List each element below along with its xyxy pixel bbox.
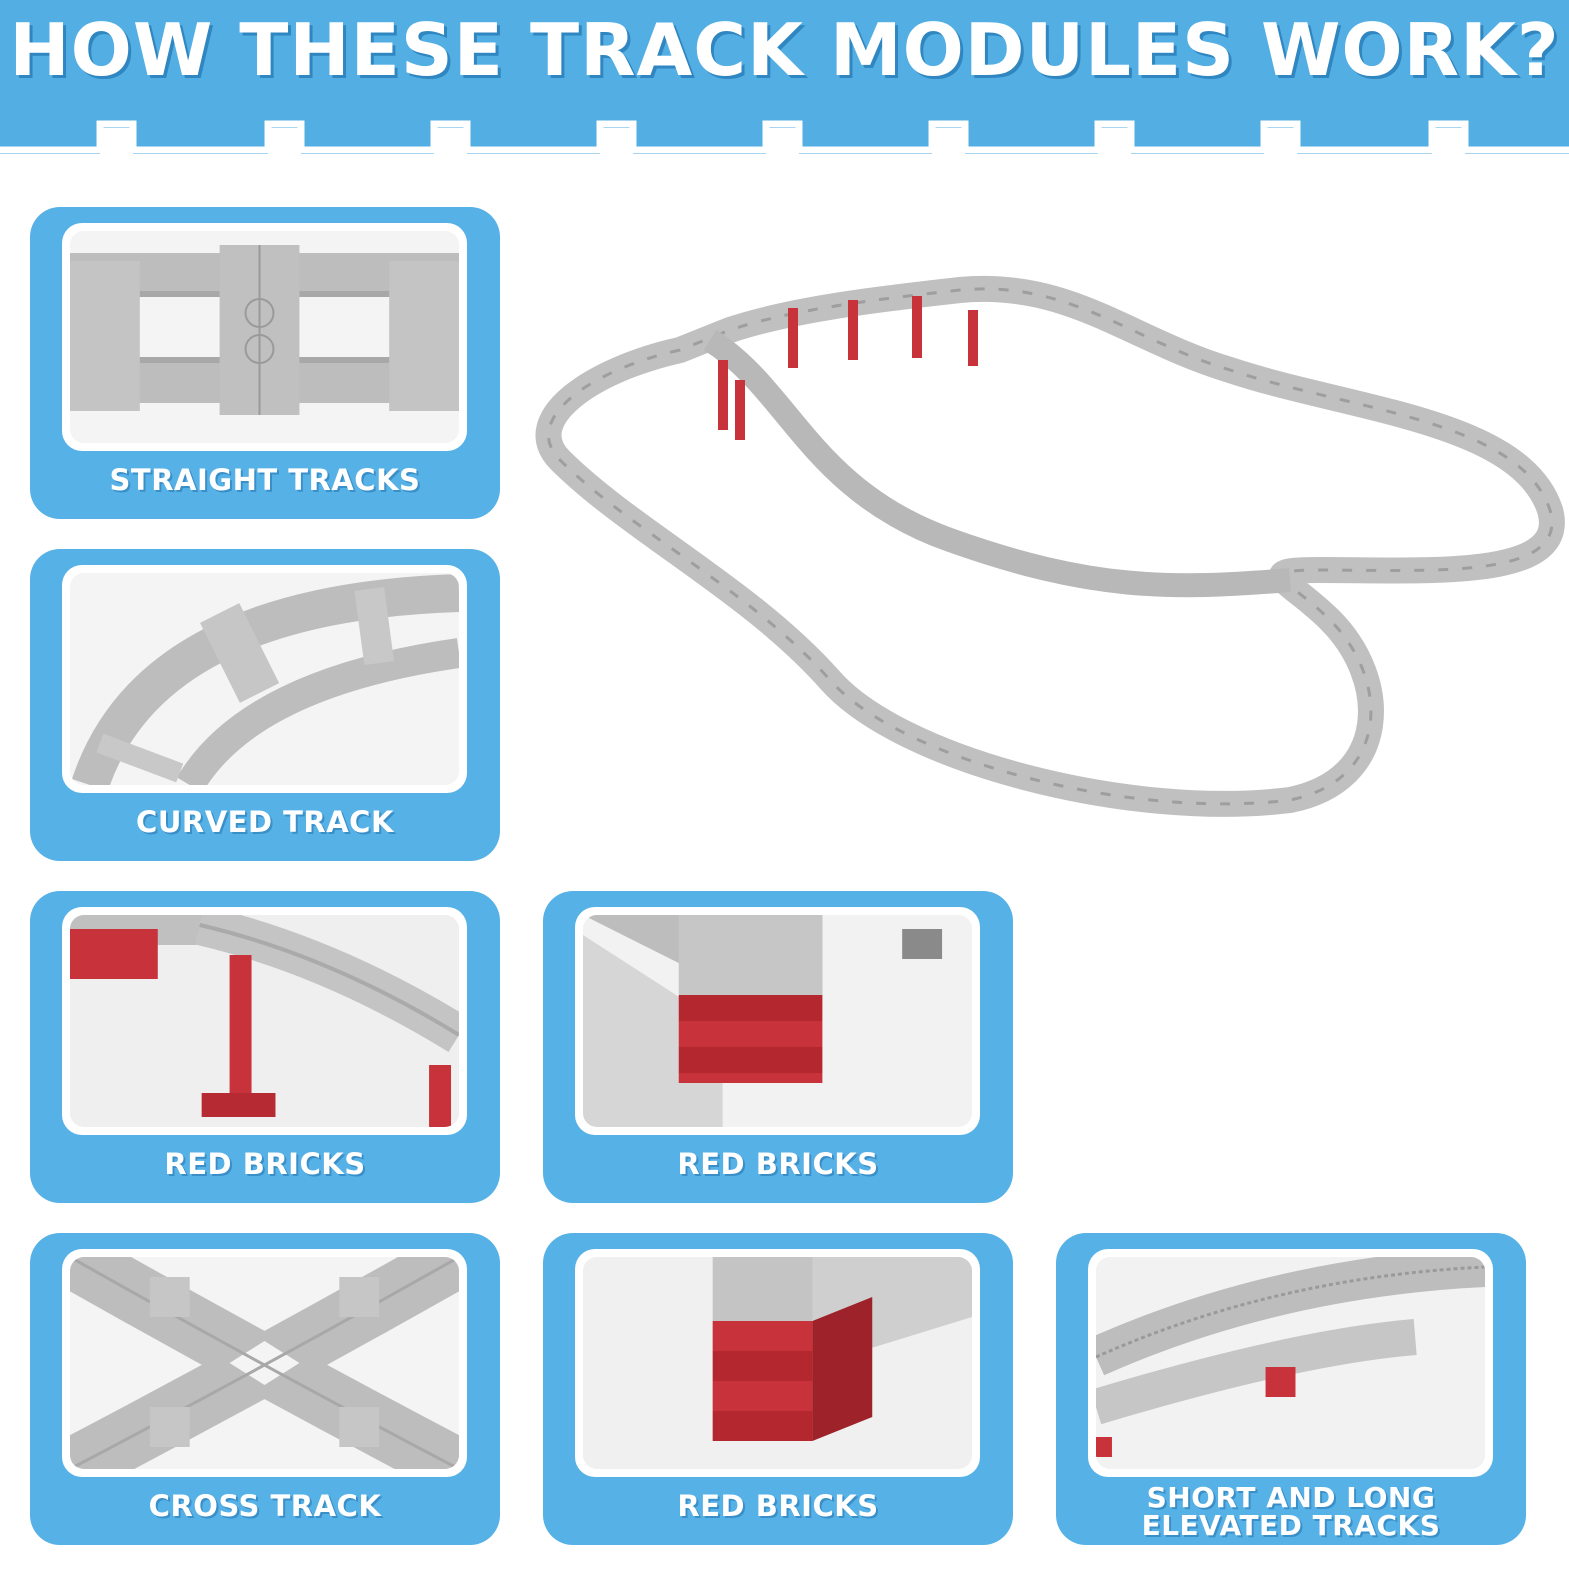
red-pillar-photo: [70, 915, 459, 1127]
card-label: CROSS TRACK: [148, 1489, 382, 1523]
elevated-track-photo: [1096, 1257, 1485, 1469]
curved-track-photo: [70, 573, 459, 785]
card-label: STRAIGHT TRACKS: [109, 463, 421, 497]
card-elevated-tracks: SHORT AND LONG ELEVATED TRACKS: [1056, 1233, 1526, 1545]
curved-track-photo-frame: [62, 565, 467, 793]
card-cross-track: CROSS TRACK: [30, 1233, 500, 1545]
card-red-bricks-stack: RED BRICKS: [543, 891, 1013, 1203]
card-straight-tracks: STRAIGHT TRACKS: [30, 207, 500, 519]
red-brick-stack-photo: [583, 915, 972, 1127]
straight-track-photo: [70, 231, 459, 443]
red-brick-base-photo: [583, 1257, 972, 1469]
elevated-track-photo-frame: [1088, 1249, 1493, 1477]
red-pillar-photo-frame: [62, 907, 467, 1135]
card-red-bricks-base: RED BRICKS: [543, 1233, 1013, 1545]
card-label: RED BRICKS: [677, 1489, 879, 1523]
figure-eight-track-layout-photo: [530, 260, 1569, 860]
page-title: HOW THESE TRACK MODULES WORK?: [9, 8, 1560, 92]
cross-track-photo-frame: [62, 1249, 467, 1477]
card-label-line1: SHORT AND LONG: [1146, 1481, 1436, 1514]
cross-track-photo: [70, 1257, 459, 1469]
card-label-line2: ELEVATED TRACKS: [1141, 1509, 1441, 1542]
card-label: RED BRICKS: [677, 1147, 879, 1181]
card-red-bricks-pillar: RED BRICKS: [30, 891, 500, 1203]
header-banner: HOW THESE TRACK MODULES WORK?: [0, 0, 1569, 162]
header-notch-border: [0, 120, 1569, 162]
card-label: RED BRICKS: [164, 1147, 366, 1181]
red-brick-stack-photo-frame: [575, 907, 980, 1135]
straight-track-photo-frame: [62, 223, 467, 451]
card-label: CURVED TRACK: [136, 805, 394, 839]
card-curved-track: CURVED TRACK: [30, 549, 500, 861]
red-brick-base-photo-frame: [575, 1249, 980, 1477]
